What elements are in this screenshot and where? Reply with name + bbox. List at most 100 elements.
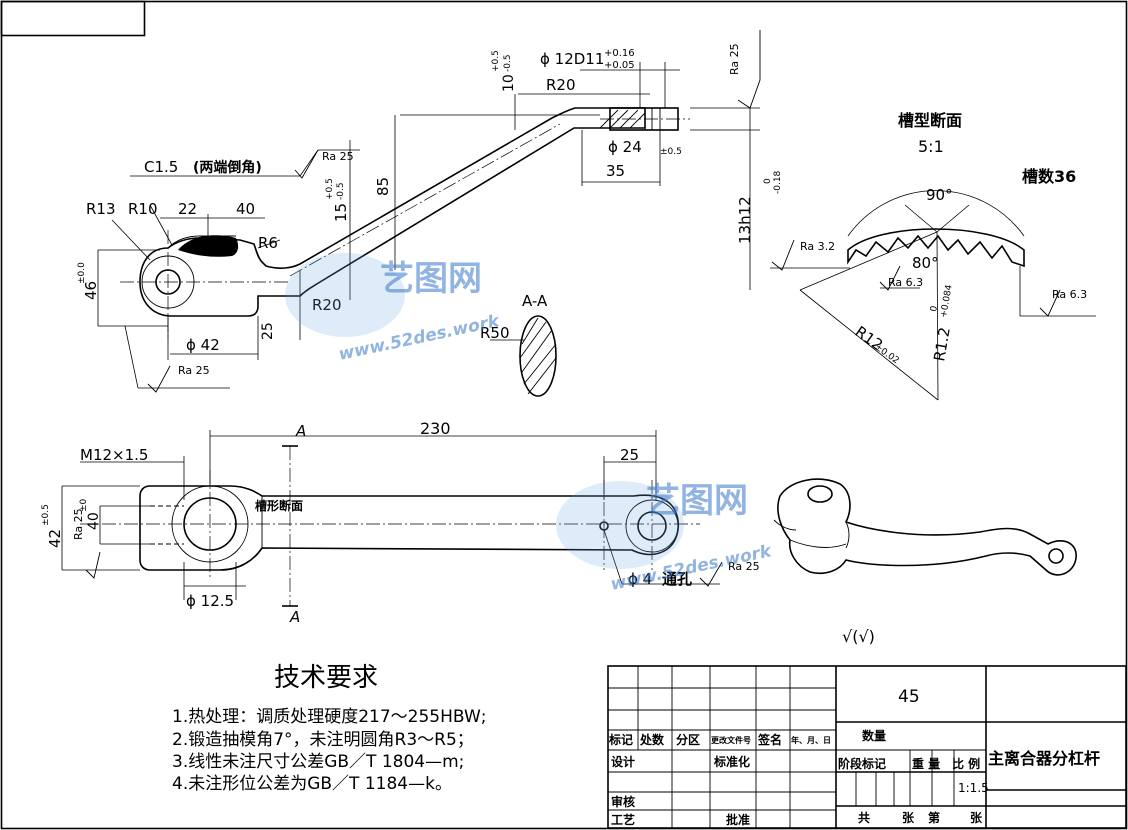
dim-46: 46 xyxy=(82,281,100,300)
dim-d12: ϕ 12D11 xyxy=(540,50,604,68)
dim-25-top: 25 xyxy=(260,322,276,340)
dim-10-tol2: -0.5 xyxy=(503,54,513,72)
top-dims xyxy=(97,62,760,389)
tb-zhang1: 张 xyxy=(902,810,915,825)
section-mark-bottom: A xyxy=(289,608,300,626)
watermark-brand-1: 艺图网 xyxy=(380,259,482,299)
ra-hole: Ra 25 xyxy=(728,560,760,573)
dim-r10: R10 xyxy=(128,200,158,218)
dim-15-tol: +0.5 xyxy=(325,178,335,200)
chamfer-note: (两端倒角) xyxy=(193,159,262,176)
watermark-left: 艺图网 www.52des.work xyxy=(285,253,503,365)
dim-10: 10 xyxy=(501,74,517,92)
dim-r1-2: R1.2 xyxy=(930,326,954,363)
rest-roughness: √(√) xyxy=(842,627,875,646)
roughness-symbols-section xyxy=(771,239,1061,317)
ra-section-right: Ra 6.3 xyxy=(1052,288,1087,301)
tech-item-2: 2.锻造抽模角7°，未注明圆角R3～R5； xyxy=(172,730,474,750)
ra-section-left: Ra 3.2 xyxy=(800,240,835,253)
dim-13h12: 13h12 xyxy=(736,196,754,244)
drawing-scale: 1:1.5 xyxy=(958,781,989,795)
tb-qianming: 签名 xyxy=(757,732,782,747)
tech-item-1: 1.热处理：调质处理硬度217～255HBW; xyxy=(172,707,487,727)
dim-13-tol: -0.18 xyxy=(773,170,783,194)
dim-d12-tol-lo: +0.05 xyxy=(604,60,635,71)
dim-85: 85 xyxy=(374,177,392,196)
dim-40: 40 xyxy=(236,200,255,218)
tb-shuliang: 数量 xyxy=(862,728,886,743)
tb-gengai: 更改文件号 xyxy=(711,735,751,745)
dim-r1-2-tol2: 0 xyxy=(929,305,940,313)
dim-22: 22 xyxy=(178,200,197,218)
watermark-right: 艺图网 www.52des.work xyxy=(556,481,775,595)
section-mark-top: A xyxy=(295,422,306,440)
tb-zhongliang: 重 量 xyxy=(912,756,940,771)
dim-d24: ϕ 24 xyxy=(608,138,642,156)
section-aa-label: A-A xyxy=(522,292,548,310)
dim-10-tol: +0.5 xyxy=(491,50,501,72)
forging-shadow xyxy=(178,235,239,257)
dim-r50: R50 xyxy=(480,324,510,342)
ra-section-mid: Ra 6.3 xyxy=(888,276,923,289)
dim-r13: R13 xyxy=(86,200,116,218)
tech-title: 技术要求 xyxy=(274,663,378,693)
ra-left-top: Ra 25 xyxy=(178,364,210,377)
section-scale: 5:1 xyxy=(918,137,944,156)
centerline-arm xyxy=(289,123,561,277)
tb-gongyi: 工艺 xyxy=(611,812,635,827)
tb-nianyueri: 年、月、日 xyxy=(791,735,831,745)
ra-top: Ra 25 xyxy=(728,43,741,75)
dim-d4: ϕ 4 xyxy=(628,570,652,588)
dim-42-tol: ±0.5 xyxy=(41,504,51,526)
bottom-dims xyxy=(61,430,720,600)
dim-d12-tol-hi: +0.16 xyxy=(604,48,635,59)
dim-r6: R6 xyxy=(258,234,278,252)
tb-di: 第 xyxy=(928,810,940,825)
tb-fenqu: 分区 xyxy=(676,732,700,747)
ra-left-bottom: Ra 25 xyxy=(72,508,85,540)
roughness-symbols-bottom xyxy=(85,551,723,587)
dim-d12-5: ϕ 12.5 xyxy=(186,592,234,610)
dim-40-tol: ±0 xyxy=(79,498,89,512)
dim-m12: M12×1.5 xyxy=(80,446,148,464)
ra-chamfer: Ra 25 xyxy=(322,150,354,163)
dim-40-bottom: 40 xyxy=(86,512,102,530)
dim-13-tol2: 0 xyxy=(763,178,773,184)
tb-gong: 共 xyxy=(858,810,870,825)
dim-r20-top: R20 xyxy=(546,76,576,94)
tb-jieduan: 阶段标记 xyxy=(838,756,886,771)
dim-230: 230 xyxy=(420,419,451,438)
dim-15: 15 xyxy=(332,203,350,222)
teeth-count: 槽数36 xyxy=(1022,167,1076,186)
dim-d42: ϕ 42 xyxy=(186,336,220,354)
tb-bili: 比 例 xyxy=(952,756,980,771)
tech-item-4: 4.未注形位公差为GB／T 1184—k。 xyxy=(172,774,452,794)
material: 45 xyxy=(898,687,920,707)
tb-sheji: 设计 xyxy=(611,754,635,769)
tb-pizhun: 批准 xyxy=(726,812,750,827)
tb-biaozhunhua: 标准化 xyxy=(713,754,750,769)
tb-chushu: 处数 xyxy=(639,732,665,747)
corner-box xyxy=(0,0,146,37)
tech-item-3: 3.线性未注尺寸公差GB／T 1804—m; xyxy=(172,752,464,772)
dim-r1-2-tol: +0.084 xyxy=(939,284,955,319)
dim-chamfer: C1.5 xyxy=(144,158,178,176)
title-block xyxy=(607,665,1127,829)
dim-15-tol2: -0.5 xyxy=(336,182,346,200)
dim-35: 35 xyxy=(606,162,625,180)
dim-r20-low: R20 xyxy=(312,296,342,314)
dim-46-tol: ±0.0 xyxy=(77,262,87,284)
dim-42: 42 xyxy=(46,529,64,548)
section-title: 槽型断面 xyxy=(898,111,962,130)
bottom-view xyxy=(80,445,700,607)
groove-section-label: 槽形断面 xyxy=(255,498,303,513)
tb-shenhe: 审核 xyxy=(611,794,635,809)
top-view xyxy=(120,107,690,340)
top-boss-edge xyxy=(167,235,236,249)
angle-90: 90° xyxy=(926,186,953,204)
watermark-brand-2: 艺图网 xyxy=(646,481,748,521)
dim-25-bottom: 25 xyxy=(620,446,639,464)
dim-d24-tol: ±0.5 xyxy=(660,147,682,157)
